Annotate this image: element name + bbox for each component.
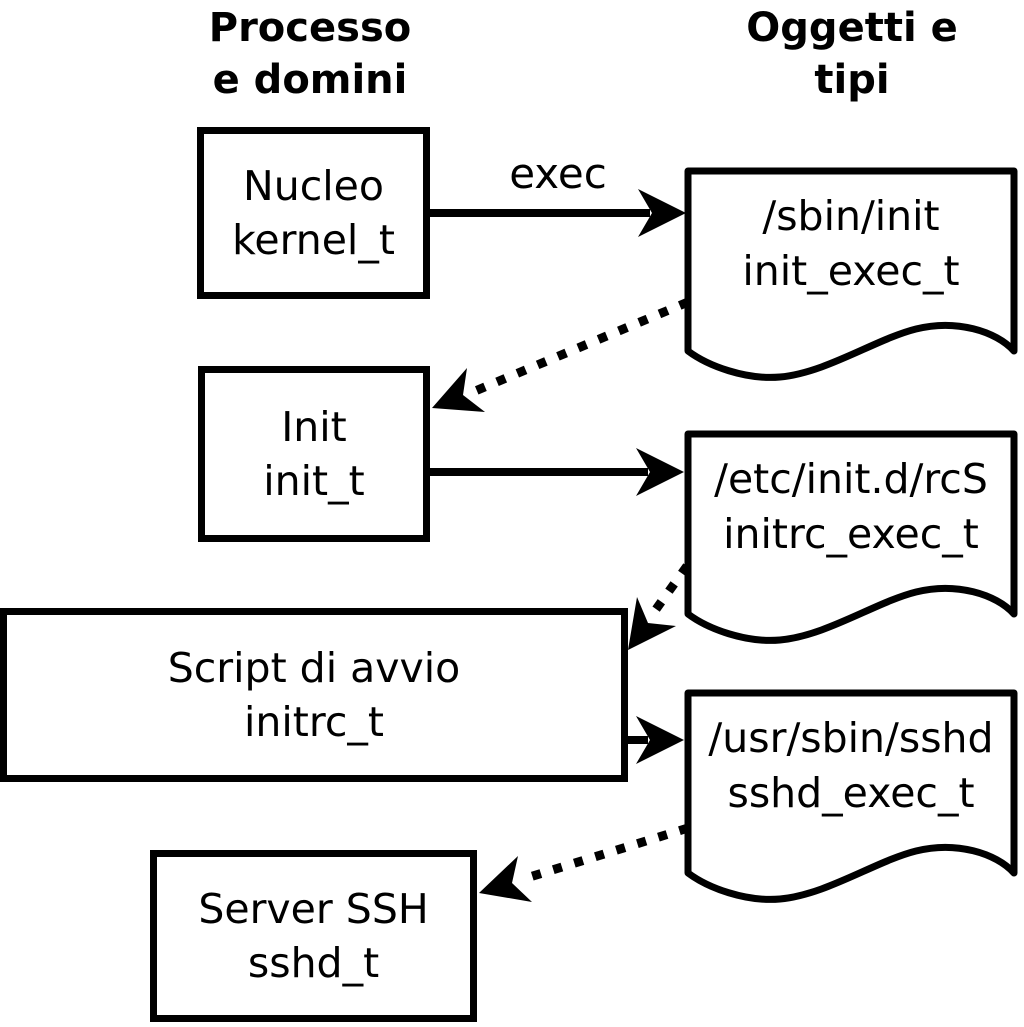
process-type: initrc_t: [244, 698, 384, 746]
document-shape-usr-sbin-sshd: [684, 689, 1018, 903]
document-shape-etc-initd-rcs: [684, 430, 1018, 644]
process-box-init: Init init_t: [198, 366, 430, 542]
column-header-objects: Oggetti e tipi: [680, 2, 1024, 106]
object-label-usr-sbin-sshd: /usr/sbin/sshd sshd_exec_t: [684, 711, 1018, 821]
object-path: /sbin/init: [762, 192, 940, 240]
arrow-exec-script-to-sshd: [624, 716, 684, 764]
column-header-processes-line1: Processo: [208, 5, 412, 51]
object-path: /usr/sbin/sshd: [708, 714, 994, 762]
object-label-sbin-init: /sbin/init init_exec_t: [684, 189, 1018, 299]
dotted-arrow-initexec-to-init: [432, 297, 690, 412]
process-box-startup-script: Script di avvio initrc_t: [0, 608, 628, 782]
process-box-kernel: Nucleo kernel_t: [197, 127, 430, 299]
column-header-processes-line2: e domini: [212, 57, 408, 103]
column-header-objects-line1: Oggetti e: [746, 5, 958, 51]
process-type: init_t: [263, 457, 365, 505]
object-path: /etc/init.d/rcS: [714, 455, 988, 503]
arrow-exec-kernel-to-init: [428, 189, 686, 237]
process-name: Nucleo: [243, 162, 384, 210]
column-header-processes: Processo e domini: [140, 2, 480, 106]
dotted-arrow-initrcexec-to-script: [628, 563, 691, 650]
object-type: sshd_exec_t: [727, 769, 975, 817]
process-box-ssh-server: Server SSH sshd_t: [150, 850, 477, 1022]
process-name: Init: [281, 403, 347, 451]
process-name: Script di avvio: [167, 644, 461, 692]
object-type: initrc_exec_t: [723, 510, 979, 558]
arrow-exec-init-to-rcs: [428, 448, 684, 496]
exec-edge-label: exec: [509, 149, 607, 198]
object-type: init_exec_t: [742, 247, 960, 295]
document-shape-sbin-init: [684, 167, 1018, 381]
dotted-arrow-sshdexec-to-sshd: [479, 823, 690, 902]
process-type: sshd_t: [247, 939, 380, 987]
process-type: kernel_t: [232, 216, 395, 264]
column-header-objects-line2: tipi: [814, 57, 890, 103]
process-name: Server SSH: [198, 885, 429, 933]
object-label-etc-initd-rcs: /etc/init.d/rcS initrc_exec_t: [684, 452, 1018, 562]
